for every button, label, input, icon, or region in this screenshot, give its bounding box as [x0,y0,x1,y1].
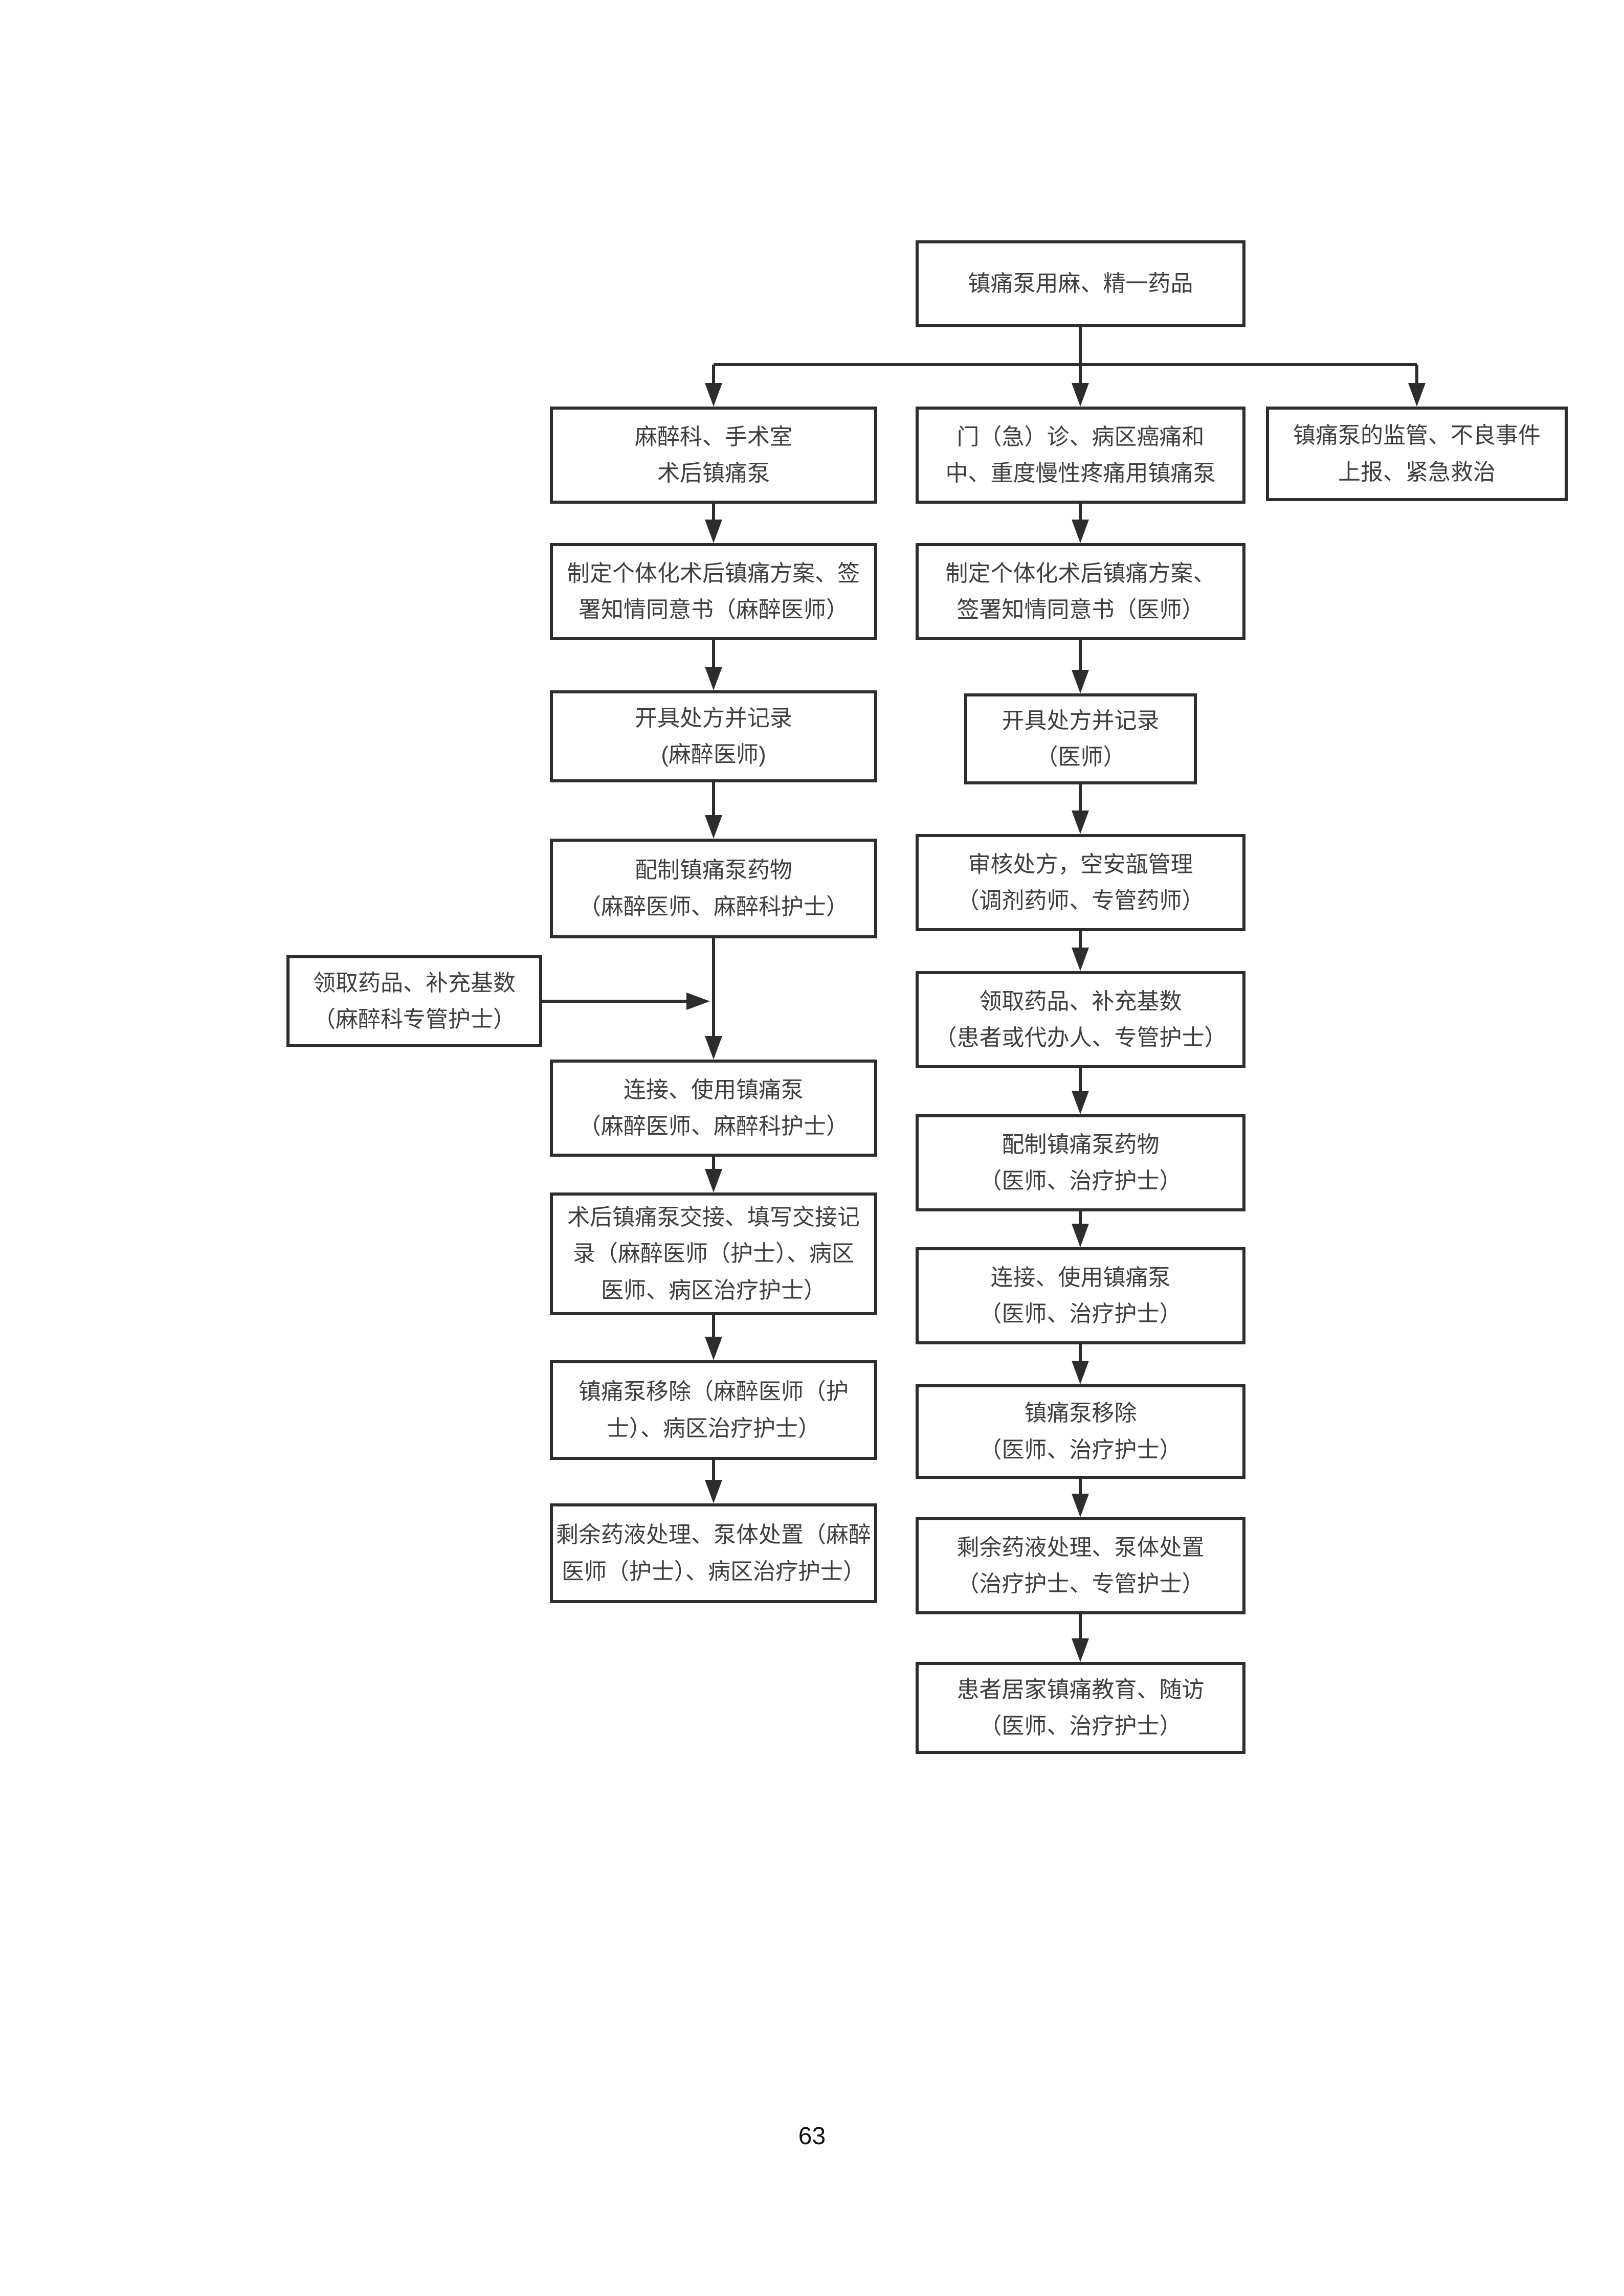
arrowhead-icon [705,383,722,407]
flowchart-node-l8: 剩余药液处理、泵体处置（麻醉医师（护士）、病区治疗护士） [550,1503,877,1603]
arrowhead-icon [705,815,722,839]
flowchart-node-m6: 配制镇痛泵药物 （医师、治疗护士） [916,1114,1245,1211]
flowchart-node-top: 镇痛泵用麻、精一药品 [916,240,1245,327]
page-number: 63 [798,2123,826,2150]
arrowhead-icon [705,1036,722,1060]
flowchart-node-m4: 审核处方，空安瓿管理 （调剂药师、专管药师） [916,834,1245,931]
node-text-line: （麻醉医师、麻醉科护士） [579,1114,849,1139]
flowchart-node-m10: 患者居家镇痛教育、随访 （医师、治疗护士） [916,1662,1245,1754]
node-text-line: 门（急）诊、病区癌痛和 [956,424,1205,449]
node-text-line: 连接、使用镇痛泵 [990,1265,1171,1290]
node-text-line: 镇痛泵移除（麻醉医师（护 [579,1379,849,1405]
node-text-line: （治疗护士、专管护士） [956,1571,1205,1596]
node-text-line: 连接、使用镇痛泵 [624,1077,804,1102]
arrowhead-icon [1072,811,1089,834]
arrowhead-icon [1072,670,1089,693]
arrowhead-icon [1072,1224,1089,1247]
node-text-line: （医师、治疗护士） [979,1301,1182,1326]
node-text-line: 术后镇痛泵 [657,461,770,486]
flowchart-node-r1: 镇痛泵的监管、不良事件上报、紧急救治 [1266,407,1568,501]
arrowhead-icon [705,1169,722,1192]
flowchart-node-m7: 连接、使用镇痛泵 （医师、治疗护士） [916,1247,1245,1344]
flowchart-node-m9: 剩余药液处理、泵体处置 （治疗护士、专管护士） [916,1517,1245,1614]
arrowhead-icon [1072,1638,1089,1662]
node-text-line: （麻醉科专管护士） [313,1007,516,1032]
node-text-line: （调剂药师、专管药师） [956,888,1205,913]
arrowhead-icon [1072,1494,1089,1517]
arrowhead-icon [1072,948,1089,971]
node-text-line: 士）、病区治疗护士） [607,1415,820,1441]
arrowhead-icon [705,667,722,690]
node-text-line: （医师、治疗护士） [979,1714,1182,1739]
arrowhead-icon [1408,383,1426,407]
node-text-line: 患者居家镇痛教育、随访 [956,1677,1205,1702]
flowchart-node-m1: 门（急）诊、病区癌痛和中、重度慢性疼痛用镇痛泵 [916,407,1245,504]
node-text-line: 医师（护士）、病区治疗护士） [562,1559,865,1584]
node-text-line: 开具处方并记录 [1002,708,1160,733]
node-text-line: 开具处方并记录 [635,705,792,731]
flowchart-node-l6: 术后镇痛泵交接、填写交接记录（麻醉医师（护士）、病区医师、病区治疗护士） [550,1192,877,1315]
node-text-line: 术后镇痛泵交接、填写交接记 [567,1205,860,1230]
node-text-line: 上报、紧急救治 [1338,459,1496,485]
node-text-line: 剩余药液处理、泵体处置（麻醉 [556,1522,871,1548]
arrowhead-icon [705,1337,722,1360]
arrowhead-icon [705,520,722,543]
flowchart-node-side: 领取药品、补充基数 （麻醉科专管护士） [286,955,542,1047]
flowchart-node-m8: 镇痛泵移除 （医师、治疗护士） [916,1384,1245,1479]
node-text-line: 镇痛泵移除 [1024,1401,1137,1426]
flowchart-node-l7: 镇痛泵移除（麻醉医师（护士）、病区治疗护士） [550,1360,877,1460]
flowchart-node-m5: 领取药品、补充基数 （患者或代办人、专管护士） [916,971,1245,1068]
node-text-line: 配制镇痛泵药物 [635,858,792,883]
node-text-line: （医师、治疗护士） [979,1437,1182,1462]
node-text-line: 签署知情同意书（医师） [956,597,1205,622]
flowchart-node-m2: 制定个体化术后镇痛方案、签署知情同意书（医师） [916,543,1245,640]
node-text-line: 麻醉科、手术室 [635,424,792,449]
flowchart-node-l3: 开具处方并记录 (麻醉医师) [550,690,877,782]
node-text-line: 领取药品、补充基数 [979,988,1182,1014]
node-text-line: 剩余药液处理、泵体处置 [956,1535,1205,1560]
arrowhead-icon [1072,520,1089,543]
node-text-line: 镇痛泵的监管、不良事件 [1293,423,1541,448]
node-text-line: （麻醉医师、麻醉科护士） [579,894,849,919]
flowchart-node-l2: 制定个体化术后镇痛方案、签署知情同意书（麻醉医师） [550,543,877,640]
node-text-line: 制定个体化术后镇痛方案、签 [567,560,860,586]
arrowhead-icon [1072,1361,1089,1384]
flowchart-node-l5: 连接、使用镇痛泵 （麻醉医师、麻醉科护士） [550,1060,877,1157]
node-text-line: 审核处方，空安瓿管理 [968,851,1193,877]
node-text-line: 制定个体化术后镇痛方案、 [945,560,1216,586]
node-text-line: 配制镇痛泵药物 [1002,1132,1160,1157]
node-text-line: （医师、治疗护士） [979,1168,1182,1194]
arrowhead-icon [1072,1091,1089,1114]
node-text-line: (麻醉医师) [661,742,766,767]
flowchart-node-l4: 配制镇痛泵药物 （麻醉医师、麻醉科护士） [550,839,877,938]
arrowhead-icon [705,1480,722,1503]
node-text-line: （患者或代办人、专管护士） [934,1025,1227,1050]
node-text-line: 医师、病区治疗护士） [601,1277,826,1303]
node-text-line: （医师） [1035,745,1126,770]
node-text-line: 领取药品、补充基数 [313,970,516,996]
node-text-line: 镇痛泵用麻、精一药品 [968,271,1193,297]
node-text-line: 录（麻醉医师（护士）、病区 [573,1241,854,1267]
node-text-line: 中、重度慢性疼痛用镇痛泵 [945,461,1216,486]
arrowhead-icon [686,993,710,1010]
flowchart-node-l1: 麻醉科、手术室术后镇痛泵 [550,407,877,504]
flowchart-node-m3: 开具处方并记录 （医师） [964,693,1197,784]
arrowhead-icon [1072,383,1089,407]
node-text-line: 署知情同意书（麻醉医师） [579,597,849,622]
